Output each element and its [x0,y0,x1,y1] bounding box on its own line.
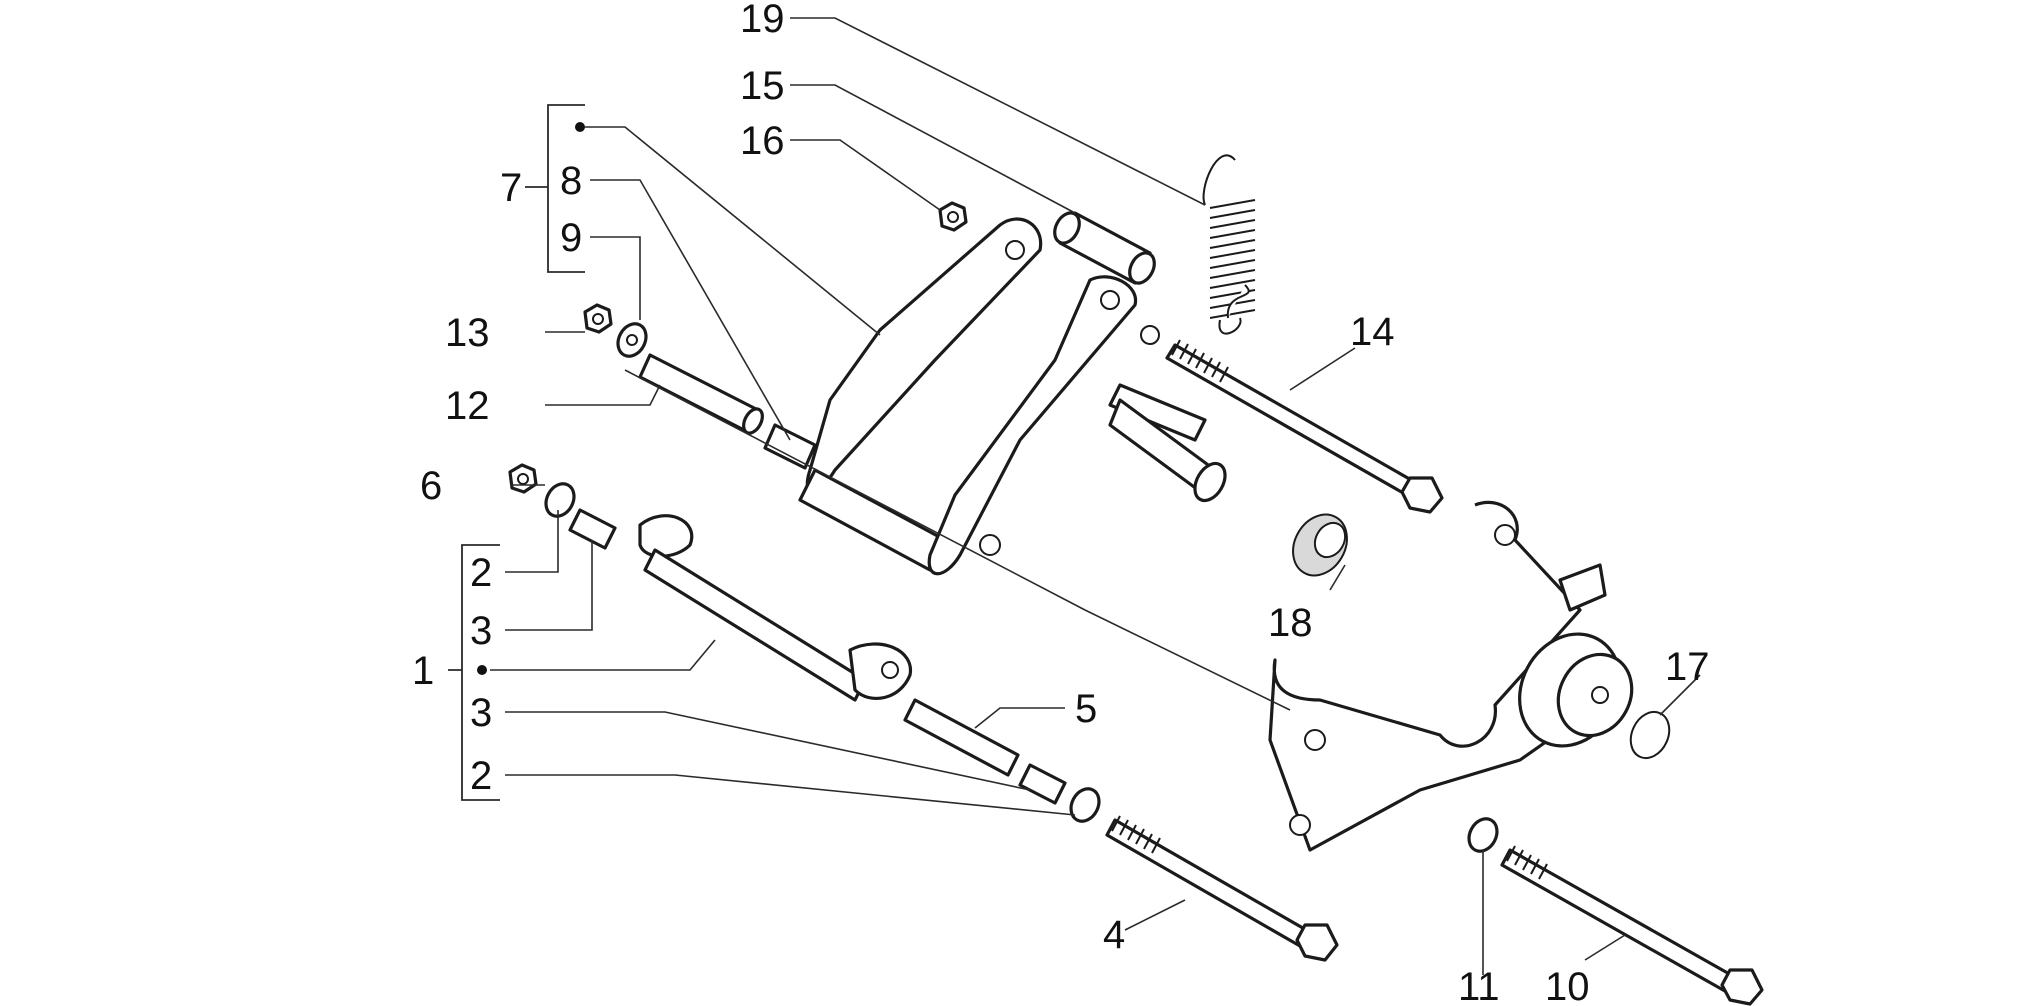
bushing-part [1292,513,1348,577]
callout-19: 19 [740,0,785,41]
pin-part [1053,211,1156,285]
callout-9: 9 [560,216,582,260]
bolt-part [1165,339,1444,514]
callout-5: 5 [1075,687,1097,731]
callout-15: 15 [740,64,785,108]
group-bracket-7 [525,104,585,273]
lower-left-fastener-set [508,463,617,550]
callout-3-bottom: 3 [470,691,492,735]
bullet-1 [477,665,487,675]
callout-18: 18 [1268,601,1313,645]
callout-2-bottom: 2 [470,754,492,798]
callout-3-top: 3 [470,609,492,653]
callout-10: 10 [1545,965,1590,1006]
callout-2-top: 2 [470,551,492,595]
bolt-lower-part [1105,815,1339,962]
callout-14: 14 [1350,310,1395,354]
callout-4: 4 [1103,913,1125,957]
circlip-part [1629,710,1671,760]
callout-8: 8 [560,159,582,203]
callout-1: 1 [412,649,434,693]
upper-fastener-set [583,303,817,470]
nut-part [938,201,968,232]
swing-arm-shaft [638,514,912,702]
callout-6: 6 [420,464,442,508]
spring-part [1202,154,1256,335]
callout-11: 11 [1458,965,1500,1006]
bullet-7 [575,122,585,132]
frame-bracket [1268,500,1634,852]
lower-sleeve-set [903,698,1101,823]
callout-13: 13 [445,311,490,355]
callout-12: 12 [445,384,490,428]
link-plate-left [798,217,1043,572]
group-bracket-1 [448,544,500,801]
leader-lines [490,17,1701,975]
callout-16: 16 [740,119,785,163]
callout-7: 7 [500,166,522,210]
link-plate-right [927,275,1227,576]
bolt-right-part [1467,817,1764,1006]
callout-17: 17 [1665,645,1710,689]
